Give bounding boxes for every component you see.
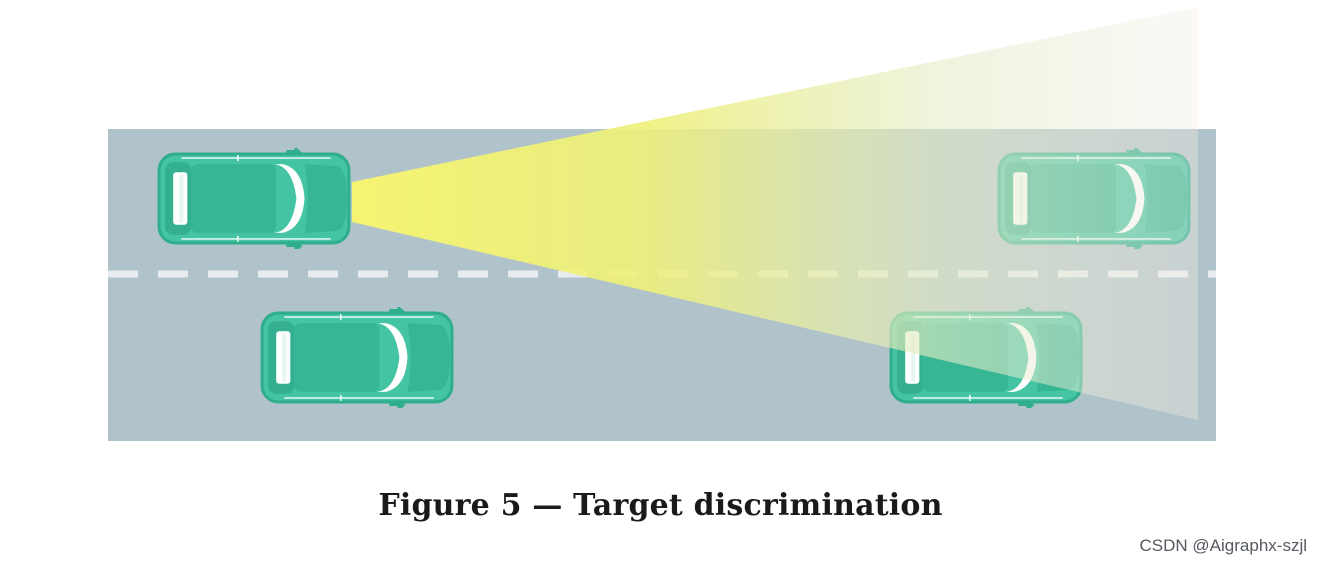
ego-vehicle (157, 148, 351, 249)
watermark: CSDN @Aigraphx-szjl (1139, 536, 1307, 555)
vehicle-adjacent-lane-rear (260, 307, 454, 408)
figure-caption: Figure 5 — Target discrimination (378, 488, 943, 523)
target-discrimination-diagram (108, 7, 1216, 441)
sensor-beam (352, 7, 1198, 420)
